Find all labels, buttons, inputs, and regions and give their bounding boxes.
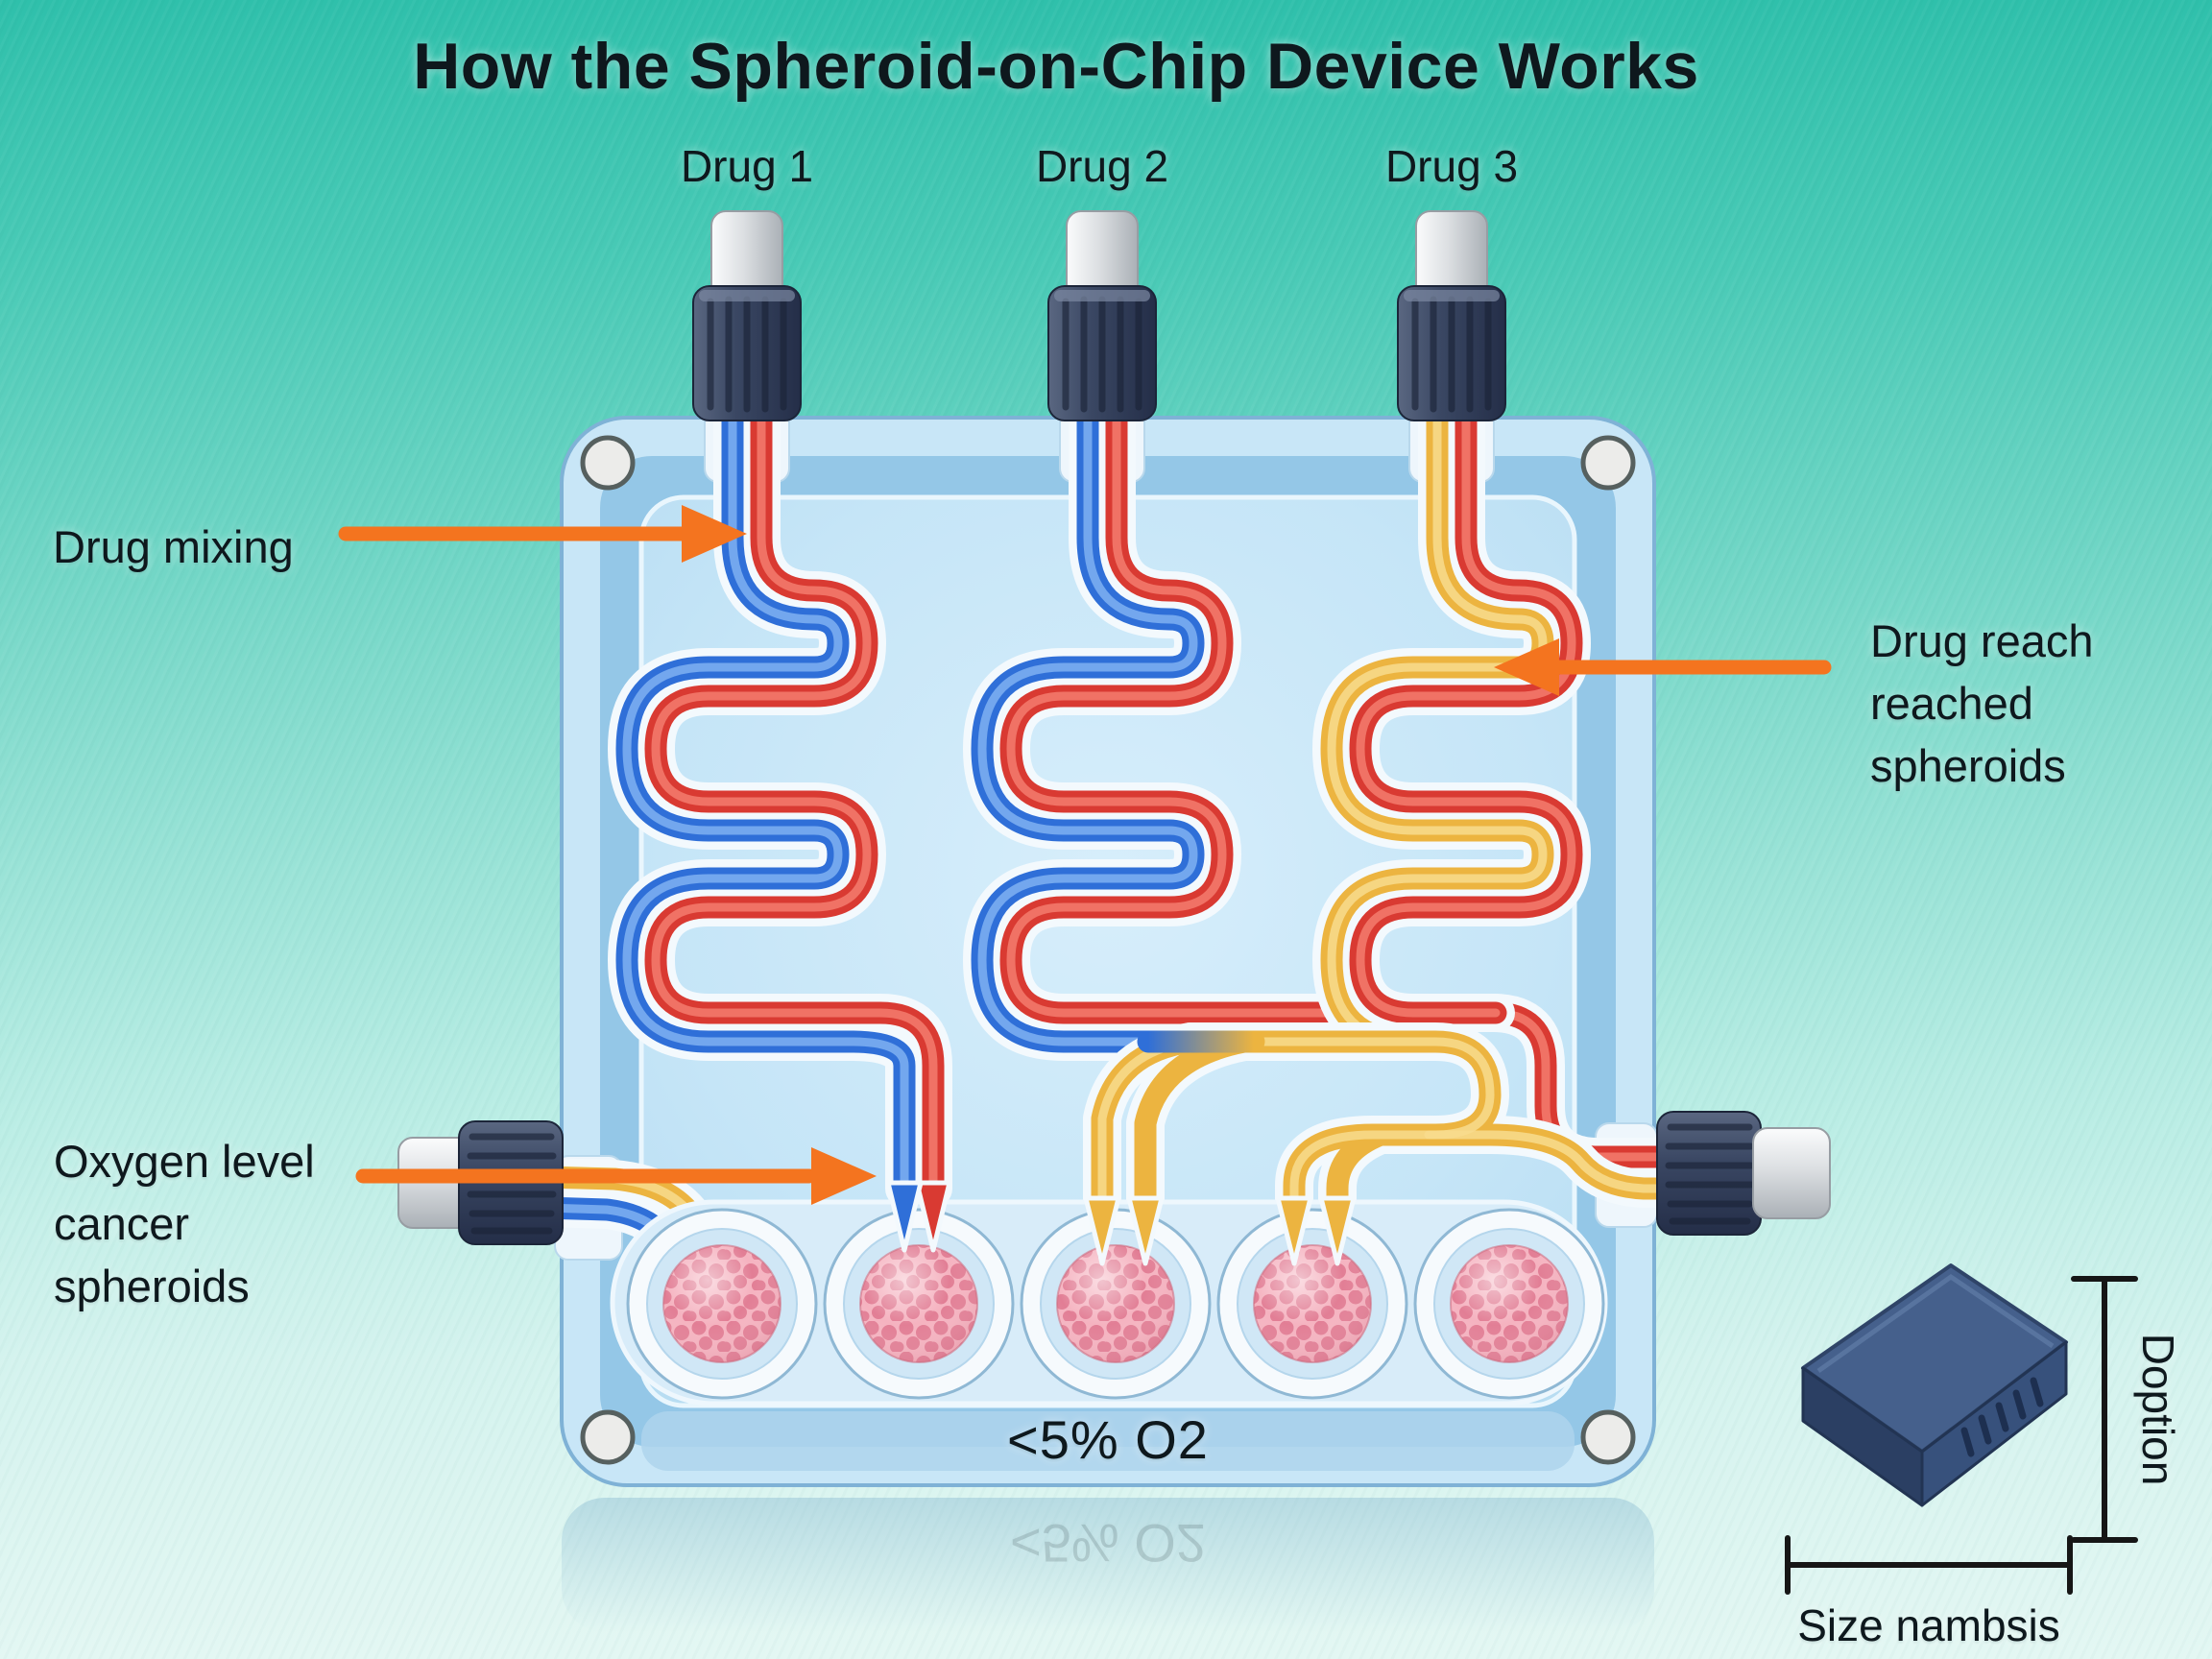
oxygen-level-label: Oxygen level cancer spheroids [54, 1131, 315, 1318]
yellow-flow-arrow-icon [1275, 1195, 1313, 1266]
yellow-flow-arrow-icon [1083, 1195, 1121, 1266]
drug3-inlet-connector [1398, 211, 1505, 421]
chip-reflection [562, 1498, 1654, 1632]
drug-reached-label: Drug reach reached spheroids [1870, 611, 2094, 798]
annotation-arrows [338, 505, 1832, 1205]
drug-reached-arrow-icon [1494, 638, 1832, 696]
well-5 [1413, 1208, 1605, 1400]
device-height-label: Doption [2133, 1333, 2183, 1486]
oxygen-line2: cancer [54, 1197, 190, 1249]
oxygen-value-label: <5% O2 [1007, 1409, 1209, 1470]
blue-flow-arrow-icon [885, 1180, 924, 1253]
channel-flow-arrowheads [885, 1180, 1357, 1266]
yellow-flow-arrow-icon [1318, 1195, 1357, 1266]
device-right-face [1920, 1340, 2068, 1507]
well-2 [823, 1208, 1015, 1400]
well-4 [1216, 1208, 1408, 1400]
drug-reached-line1: Drug reach [1870, 615, 2094, 666]
size-reference-device [1785, 1263, 2138, 1595]
height-dimension-line [2071, 1276, 2138, 1543]
well-3 [1020, 1208, 1212, 1400]
yellow-flow-arrow-icon [1126, 1195, 1165, 1266]
oxygen-level-strip [641, 1411, 1575, 1471]
oxygen-value-reflection: <5% O2 [1010, 1513, 1206, 1574]
device-vent-slits [1960, 1377, 2044, 1457]
drug2-label: Drug 2 [1035, 141, 1169, 191]
drug1-label: Drug 1 [680, 141, 814, 191]
drug-reached-line2: reached [1870, 677, 2033, 729]
drug3-label: Drug 3 [1384, 141, 1519, 191]
drug-reached-line3: spheroids [1870, 739, 2066, 791]
outlet-connector [1656, 1111, 1831, 1236]
drug-mixing-label: Drug mixing [53, 521, 294, 572]
chip-screws [580, 435, 1636, 1465]
drug-mixing-arrow-icon [338, 505, 747, 563]
red-flow-arrow-icon [914, 1180, 952, 1253]
width-dimension-line [1785, 1535, 2073, 1595]
drug2-inlet-connector [1048, 211, 1156, 421]
oxygen-line3: spheroids [54, 1260, 250, 1311]
well-1 [626, 1208, 818, 1400]
drug1-inlet-connector [693, 211, 801, 421]
device-width-label: Size nambsis [1797, 1600, 2060, 1650]
page-title: How the Spheroid-on-Chip Device Works [413, 30, 1699, 103]
oxygen-line1: Oxygen level [54, 1136, 315, 1187]
oxygen-level-arrow-icon [355, 1147, 877, 1205]
